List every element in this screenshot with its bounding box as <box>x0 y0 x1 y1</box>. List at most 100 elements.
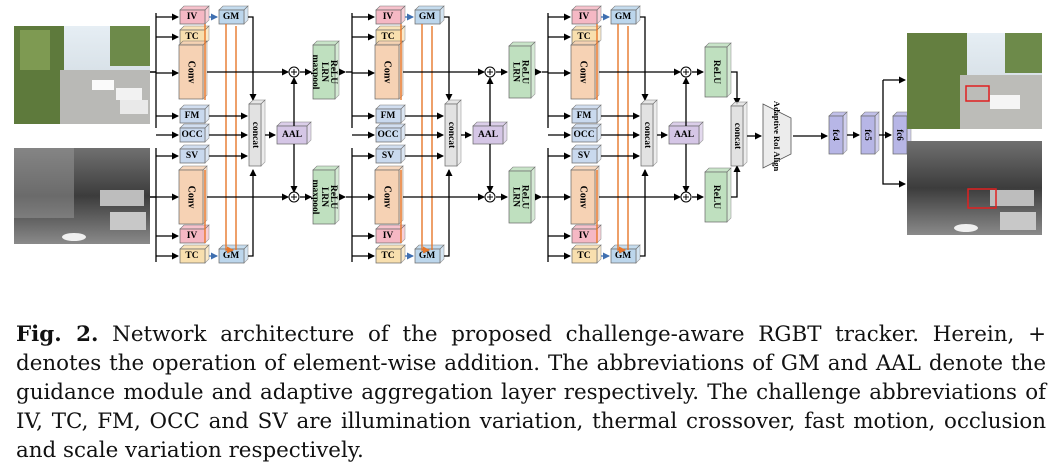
stage3-op-bottom-relu: ReLU <box>711 185 721 209</box>
stage2-iv-box-top <box>375 5 406 11</box>
stage3-sv-label: SV <box>578 151 590 161</box>
stage3-concat-label: concat <box>642 122 652 149</box>
stage3-ops-top-box-top <box>704 42 732 48</box>
fc6-to-output-thermal <box>882 80 906 188</box>
stage1-ops-bottom-box-top <box>312 165 340 171</box>
stage1-gm-bottom-box-top <box>218 244 249 250</box>
stage1-concat-box-side <box>260 99 266 167</box>
stage3-orange-top-down <box>617 24 626 254</box>
stage3-top-to-concat <box>731 71 741 105</box>
stage1-conv-top-top <box>178 40 208 46</box>
stage1-conv-bottom-top <box>178 165 208 171</box>
stage1-fm-box-top <box>179 104 210 110</box>
stage1-fm-box-front <box>179 108 206 124</box>
stage1-plus-top <box>288 66 300 78</box>
input-rgb-image <box>14 26 150 124</box>
roi-align-block <box>762 103 792 169</box>
stage3-plus-top <box>680 66 692 78</box>
stage3-aal-box-side <box>698 121 704 145</box>
stage2-fm-label: FM <box>381 111 396 121</box>
fc4-label: fc4 <box>831 129 841 141</box>
stage1-fm-label: FM <box>185 111 200 121</box>
roi-align-label: Adaptive RoI Align <box>772 101 782 172</box>
stage2-fm-box <box>375 104 406 124</box>
stage3-gm-box-front <box>610 9 637 25</box>
stage2-concat-box <box>444 99 462 167</box>
stage3-gm-bottom-to-concat <box>640 169 649 257</box>
stage2-occ-label: OCC <box>377 130 398 140</box>
fc5-label: fc5 <box>863 129 873 141</box>
stage1-orange-top-down <box>225 24 234 254</box>
stage1-ops-top-box-front <box>312 44 336 100</box>
stage1-op-bottom-relu: ReLU <box>328 185 338 209</box>
stage3-conv-bottom <box>570 165 600 225</box>
stage1-sv-box-front <box>179 148 206 164</box>
fc6-box-front <box>892 115 908 155</box>
stage2-op-bottom-lrn: LRN <box>511 187 521 207</box>
stage3-occ-box <box>571 123 602 143</box>
stage3-ops-top-box-side <box>726 42 732 98</box>
stage2-ops-bottom-box-front <box>508 170 532 224</box>
stage1-iv-bottom-box <box>179 224 210 244</box>
stage2-conv-top-label: Conv <box>382 61 393 84</box>
stage3-occ-label: OCC <box>573 130 594 140</box>
stage1-occ-box-front <box>179 127 206 143</box>
stage1-op-top-relu: ReLU <box>328 60 338 84</box>
stage3-aal-label: AAL <box>674 130 694 140</box>
tracking-box-thermal <box>967 188 997 209</box>
stage1-op-top-maxpool: maxpool <box>310 55 320 90</box>
stage2-orange-top-down <box>421 24 430 254</box>
stage3-gm-box <box>610 5 641 25</box>
stage2-gm-bottom-to-concat <box>444 169 453 257</box>
stage1-occ-box <box>179 123 210 143</box>
stage3-conv-top-front <box>570 44 596 100</box>
stage2-conv-top <box>374 40 404 100</box>
stage2-occ-box-top <box>375 123 406 129</box>
stage2-fm-box-top <box>375 104 406 110</box>
stage1-gm-box <box>218 5 249 25</box>
stage1-conv-top-label: Conv <box>186 61 197 84</box>
stage3-fm-box <box>571 104 602 124</box>
stage1-plus-bottom <box>288 191 300 203</box>
stage2-tc-bottom-box-front <box>375 248 402 264</box>
fc6-label: fc6 <box>895 129 905 141</box>
stage3-fm-box-top <box>571 104 602 110</box>
stage3-iv-box-front <box>571 9 598 25</box>
stage3-conv-top-top <box>570 40 600 46</box>
stage1-tc-bottom-box <box>179 244 210 264</box>
stage2-tc-bottom-label: TC <box>381 251 394 261</box>
stage1-op-bottom-maxpool: maxpool <box>310 180 320 215</box>
stage1-sv-box-top <box>179 144 210 150</box>
final-concat-box-front <box>730 105 744 167</box>
stage3-conv-bottom-label: Conv <box>578 186 589 209</box>
stage1-gm-box-front <box>218 9 245 25</box>
fc5-box-side <box>874 111 880 155</box>
stage1-ops-bottom-box <box>312 165 340 225</box>
stage1-ops-bottom-box-front <box>312 169 336 225</box>
stage1-op-top-lrn: LRN <box>319 62 329 82</box>
fc5-box-front <box>860 115 876 155</box>
stage1-ops-top-box-top <box>312 40 340 46</box>
stage2-fm-box-front <box>375 108 402 124</box>
stage2-ops-top-box-top <box>508 41 536 47</box>
stage3-tc-box <box>571 25 602 45</box>
fc4-box-side <box>842 111 848 155</box>
stage3-ops-bottom-box <box>704 167 732 223</box>
stage3-tc-bottom-box-front <box>571 248 598 264</box>
stage2-tc-label: TC <box>381 32 394 42</box>
stage2-gm-bottom-label: GM <box>419 251 435 261</box>
stage3-gm-label: GM <box>615 12 631 22</box>
stage1-concat-label: concat <box>250 122 260 149</box>
stage2-gm-box-front <box>414 9 441 25</box>
stage2-gm-box-top <box>414 5 445 11</box>
stage1-op-bottom-lrn: LRN <box>319 187 329 207</box>
stage2-sv-label: SV <box>382 151 394 161</box>
stage2-ops-top-box <box>508 41 536 99</box>
caption-label: Fig. 2. <box>16 322 99 348</box>
stage2-aal-box-side <box>502 121 508 145</box>
